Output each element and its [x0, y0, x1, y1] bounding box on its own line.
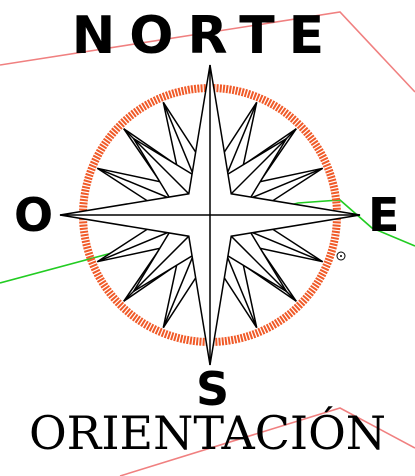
east-label: E — [368, 192, 399, 238]
north-label: NORTE — [60, 10, 350, 62]
small-circle-marker-dot — [340, 255, 342, 257]
compass-rose-icon — [60, 65, 360, 365]
west-label: O — [14, 192, 53, 238]
orientation-title: ORIENTACIÓN — [0, 410, 415, 456]
